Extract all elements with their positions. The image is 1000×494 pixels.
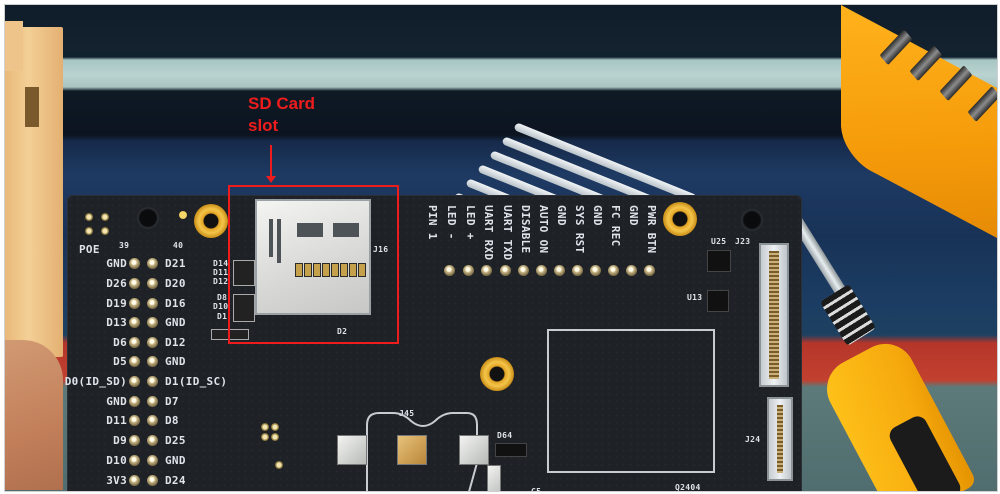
u13-label: U13 <box>687 293 703 302</box>
screwdriver-collar <box>819 283 877 347</box>
pin-label: D13 <box>106 316 127 329</box>
pin-label: GND <box>106 395 127 408</box>
pin-label: 3V3 <box>106 474 127 487</box>
pin-label: D25 <box>165 434 186 447</box>
sd-card-slot[interactable] <box>255 199 371 315</box>
mounting-hole-corner <box>741 209 763 231</box>
d2-label: D2 <box>337 327 348 336</box>
j24-label: J24 <box>745 435 761 444</box>
q2404-label: Q2404 <box>675 483 701 492</box>
annotation-line-1: SD Card <box>248 94 316 113</box>
pcb-board: POE 39 40 GND D26 D19 D13 D6 D5 D0(ID_SD… <box>64 195 802 492</box>
j23-label: J23 <box>735 237 751 246</box>
j45-center-pad <box>397 435 427 465</box>
annotation-arrow-icon <box>266 145 276 183</box>
j23-fpc-connector[interactable] <box>759 243 789 387</box>
pin-label: GND <box>165 316 186 329</box>
pin-label: D10 <box>106 454 127 467</box>
pin-label: D0(ID_SD) <box>64 375 127 388</box>
pin-label: GND <box>165 454 186 467</box>
annotation-line-2: slot <box>248 116 279 135</box>
u13-chip <box>707 290 729 312</box>
case-notch <box>25 87 39 127</box>
pin-label: D19 <box>106 297 127 310</box>
d64-label: D64 <box>497 431 513 440</box>
pin-label: D16 <box>165 297 186 310</box>
pin-40-label: 40 <box>173 241 184 250</box>
j24-fpc-connector[interactable] <box>767 397 793 481</box>
pin-label: D20 <box>165 277 186 290</box>
photo-frame: POE 39 40 GND D26 D19 D13 D6 D5 D0(ID_SD… <box>4 4 998 492</box>
c5-pad <box>487 465 501 491</box>
poe-label: POE <box>79 243 100 256</box>
sd-card-slot-annotation: SD Card slot <box>248 93 315 137</box>
pin-label: D11 <box>106 414 127 427</box>
u25-chip <box>707 250 731 272</box>
d64-diode <box>495 443 527 457</box>
screwdriver-handle <box>816 333 978 491</box>
j45-pad-right <box>459 435 489 465</box>
j45-pad-left <box>337 435 367 465</box>
pin-label: D5 <box>113 355 127 368</box>
pin-label: GND <box>165 355 186 368</box>
j45-label: J45 <box>399 409 415 418</box>
pin-label: D8 <box>165 414 179 427</box>
pin-label: D26 <box>106 277 127 290</box>
wooden-case <box>5 21 63 357</box>
j45-outline <box>366 412 478 491</box>
mounting-hole <box>137 207 159 229</box>
pin-label: D12 <box>165 336 186 349</box>
pin-label: D6 <box>113 336 127 349</box>
c5-label: C5 <box>531 487 542 492</box>
pin-label: D1(ID_SC) <box>165 375 228 388</box>
heatsink <box>445 118 698 283</box>
pin-39-label: 39 <box>119 241 130 250</box>
pin-label: D21 <box>165 257 186 270</box>
pin-label: D7 <box>165 395 179 408</box>
pin-label: D9 <box>113 434 127 447</box>
pin-label: D24 <box>165 474 186 487</box>
mounting-hole-right <box>663 202 697 236</box>
j16-label: J16 <box>373 245 389 254</box>
mounting-hole-center <box>480 357 514 391</box>
annotation-highlight-box <box>228 185 399 344</box>
pin-label: GND <box>106 257 127 270</box>
module-outline <box>547 329 715 473</box>
screwdriver-bit-holder <box>841 5 997 243</box>
case-tab <box>5 21 23 71</box>
mounting-hole-left <box>194 204 228 238</box>
hand-finger <box>5 340 63 490</box>
u25-label: U25 <box>711 237 727 246</box>
